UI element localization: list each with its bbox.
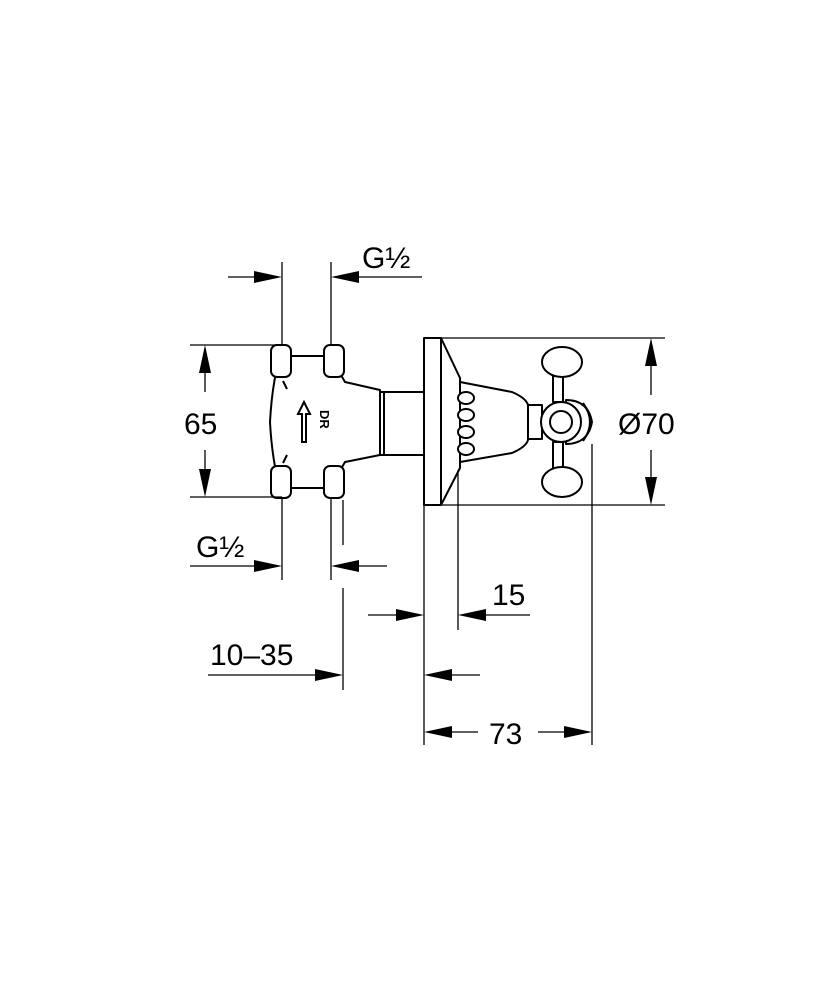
depth-15-label: 15 — [492, 579, 525, 612]
rosette — [423, 337, 461, 506]
range-label: 10–35 — [210, 639, 293, 672]
cross-handle — [527, 346, 593, 498]
dimension-thread-top: G½ — [228, 242, 422, 283]
extension-lines — [190, 262, 665, 745]
diameter-label: Ø70 — [618, 408, 675, 441]
stem-pipe — [379, 391, 425, 456]
dimension-depth-15: 15 — [368, 579, 530, 621]
bonnet — [457, 381, 529, 463]
body-marking: DR — [317, 410, 332, 429]
dimension-depth-73: 73 — [424, 718, 592, 751]
dimension-diameter: Ø70 — [618, 338, 675, 505]
valve-body: DR — [269, 344, 381, 499]
dimension-thread-bottom: G½ — [190, 531, 387, 572]
thread-top-label: G½ — [362, 242, 410, 275]
depth-73-label: 73 — [489, 718, 522, 751]
dimension-height: 65 — [184, 345, 217, 497]
thread-bottom-label: G½ — [196, 531, 244, 564]
height-label: 65 — [184, 408, 217, 441]
dimension-range: 10–35 — [208, 639, 480, 681]
